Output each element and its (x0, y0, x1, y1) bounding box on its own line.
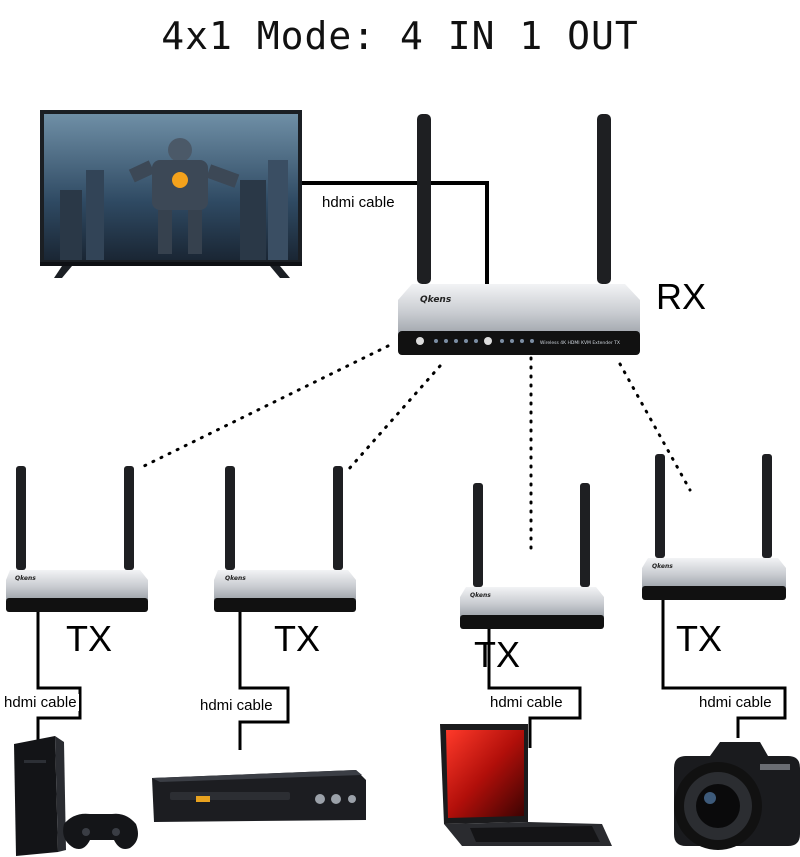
tx-4-cable-label: hdmi cable (697, 694, 774, 711)
tx-device-3: Qkens (460, 483, 604, 629)
laptop-image (440, 724, 612, 846)
diagram-title: 4x1 Mode: 4 IN 1 OUT (161, 14, 639, 58)
source-cables (36, 600, 787, 750)
tx-1-brand: Qkens (15, 575, 36, 582)
tx-1-cable-label: hdmi cable (2, 694, 79, 711)
tx-2-cable-label: hdmi cable (198, 697, 275, 714)
tx-3-label: TX (474, 634, 521, 675)
source-cable-4 (661, 600, 787, 738)
tv-display (40, 110, 302, 278)
wireless-link-4 (618, 362, 692, 492)
tx-4-brand: Qkens (652, 563, 673, 570)
rx-label: RX (656, 276, 707, 317)
tx-4-label: TX (676, 618, 723, 659)
tx-3-cable-label: hdmi cable (488, 694, 565, 711)
rx-model-text: Wireless 4K HDMI KVM Extender TX (540, 340, 620, 346)
tx-1-label: TX (66, 618, 113, 659)
tx-device-4: Qkens (642, 454, 786, 600)
source-cable-1 (36, 612, 82, 745)
wireless-links (138, 344, 692, 554)
tx-device-1: Qkens (6, 466, 148, 612)
tx-2-label: TX (274, 618, 321, 659)
tv-hdmi-cable (302, 181, 489, 285)
wireless-link-2 (346, 364, 442, 472)
dvd-player-image (152, 770, 366, 822)
tv-cable-label: hdmi cable (320, 194, 397, 211)
source-cable-2 (238, 612, 290, 750)
tx-device-2: Qkens (214, 466, 356, 612)
wireless-link-1 (138, 344, 390, 470)
source-cable-3 (487, 629, 582, 748)
rx-device: Qkens Wireless 4K HDMI KVM Extender TX (398, 114, 640, 355)
camera-image (674, 742, 800, 850)
tx-3-brand: Qkens (470, 592, 491, 599)
tx-2-brand: Qkens (225, 575, 246, 582)
rx-brand: Qkens (420, 295, 452, 305)
game-console-image (14, 736, 138, 856)
